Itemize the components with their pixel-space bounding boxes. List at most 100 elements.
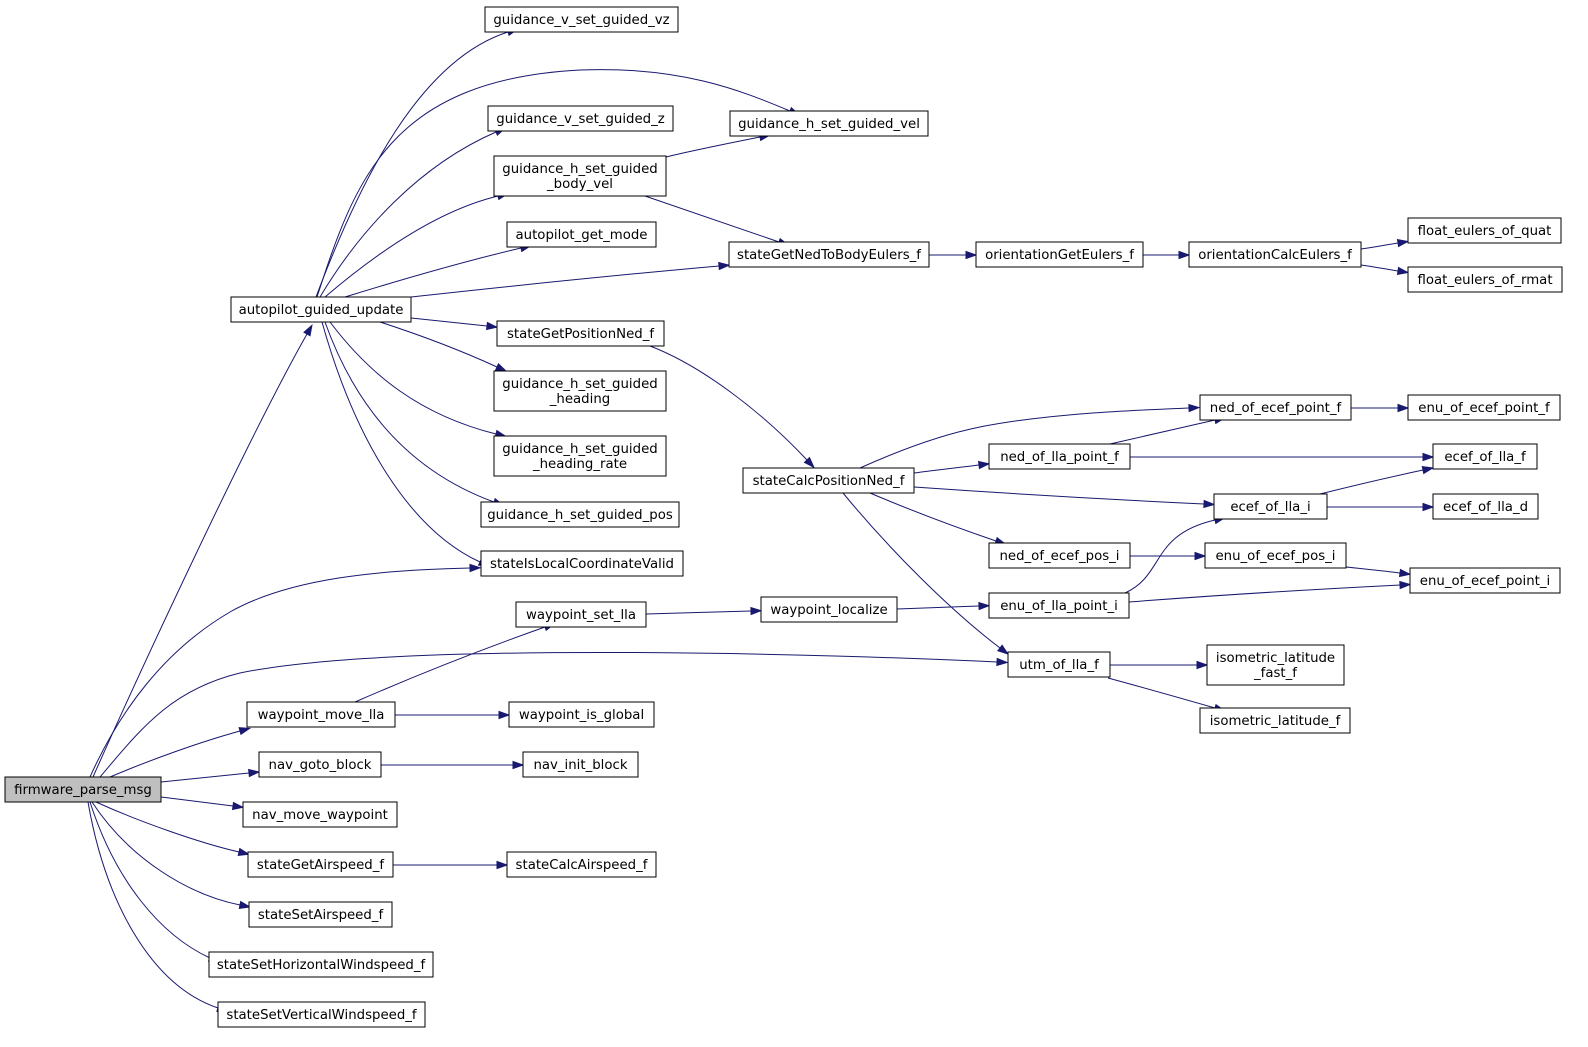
edge-line	[842, 492, 1001, 649]
node-stateGetNedToBodyEulers-f[interactable]: stateGetNedToBodyEulers_f	[728, 241, 930, 268]
node-stateCalcAirspeed-f[interactable]: stateCalcAirspeed_f	[506, 851, 657, 878]
node-label: isometric_latitude	[1216, 651, 1335, 666]
arrowhead-icon	[1396, 238, 1410, 248]
node-enu-of-ecef-point-i[interactable]: enu_of_ecef_point_i	[1409, 567, 1561, 594]
node-guidance-h-set-guided-heading-rate[interactable]: guidance_h_set_guided_heading_rate	[493, 435, 667, 477]
node-orientationGetEulers-f[interactable]: orientationGetEulers_f	[975, 241, 1144, 268]
node-label: float_eulers_of_rmat	[1417, 273, 1552, 288]
edge-orientationGetEulers_f-to-orientationCalcEulers_f	[1143, 250, 1191, 260]
node-waypoint-move-lla[interactable]: waypoint_move_lla	[246, 701, 396, 728]
node-stateGetPositionNed-f[interactable]: stateGetPositionNed_f	[496, 320, 665, 347]
edge-firmware_parse_msg-to-stateGetAirspeed_f	[95, 801, 251, 856]
node-ned-of-ecef-point-f[interactable]: ned_of_ecef_point_f	[1199, 394, 1352, 421]
node-enu-of-ecef-point-f[interactable]: enu_of_ecef_point_f	[1407, 394, 1561, 421]
node-box	[1432, 493, 1539, 520]
edge-autopilot_guided_update-to-guidance_h_set_guided_pos	[324, 321, 505, 506]
arrowhead-icon	[750, 606, 763, 616]
arrowhead-icon	[803, 456, 815, 469]
node-utm-of-lla-f[interactable]: utm_of_lla_f	[1007, 651, 1111, 678]
node-nav-move-waypoint[interactable]: nav_move_waypoint	[242, 801, 398, 828]
node-guidance-h-set-guided-heading[interactable]: guidance_h_set_guided_heading	[493, 370, 667, 412]
arrowhead-icon	[486, 321, 499, 331]
node-ecef-of-lla-f[interactable]: ecef_of_lla_f	[1432, 443, 1538, 470]
edge-line	[354, 626, 546, 703]
edge-line	[109, 730, 241, 778]
node-box	[1199, 394, 1352, 421]
node-box	[1199, 707, 1351, 734]
node-box	[230, 296, 412, 323]
node-label: stateGetNedToBodyEulers_f	[737, 248, 921, 263]
node-enu-of-lla-point-i[interactable]: enu_of_lla_point_i	[988, 592, 1130, 619]
node-label: _fast_f	[1253, 666, 1297, 681]
edge-line	[324, 321, 495, 503]
edge-line	[1319, 469, 1424, 495]
node-stateIsLocalCoordinateValid[interactable]: stateIsLocalCoordinateValid	[480, 550, 684, 577]
edge-stateCalcPositionNed_f-to-ned_of_ecef_pos_i	[869, 492, 1007, 545]
node-autopilot-get-mode[interactable]: autopilot_get_mode	[506, 221, 657, 248]
node-box	[493, 155, 667, 197]
node-isometric-latitude-f[interactable]: isometric_latitude_f	[1199, 707, 1351, 734]
node-label: waypoint_is_global	[519, 708, 644, 723]
node-box	[1432, 443, 1538, 470]
node-box	[742, 467, 915, 494]
node-guidance-h-set-guided-body-vel[interactable]: guidance_h_set_guided_body_vel	[493, 155, 667, 197]
node-autopilot-guided-update[interactable]: autopilot_guided_update	[230, 296, 412, 323]
arrowhead-icon	[1396, 266, 1410, 276]
node-guidance-h-set-guided-pos[interactable]: guidance_h_set_guided_pos	[480, 501, 680, 528]
node-ecef-of-lla-i[interactable]: ecef_of_lla_i	[1213, 493, 1328, 520]
edge-autopilot_guided_update-to-guidance_h_set_guided_heading_rate	[329, 321, 508, 438]
edge-utm_of_lla_f-to-isometric_latitude_fast_f	[1110, 660, 1209, 670]
node-orientationCalcEulers-f[interactable]: orientationCalcEulers_f	[1188, 241, 1362, 268]
node-nav-init-block[interactable]: nav_init_block	[522, 751, 639, 778]
arrowhead-icon	[303, 323, 313, 337]
arrowhead-icon	[996, 657, 1009, 667]
edge-firmware_parse_msg-to-waypoint_move_lla	[109, 727, 252, 778]
node-ned-of-ecef-pos-i[interactable]: ned_of_ecef_pos_i	[988, 542, 1131, 569]
edge-line	[913, 486, 1205, 505]
node-label: stateIsLocalCoordinateValid	[490, 557, 674, 572]
node-nav-goto-block[interactable]: nav_goto_block	[258, 751, 382, 778]
arrowhead-icon	[238, 900, 252, 910]
node-box	[1407, 217, 1562, 244]
edge-line	[1345, 566, 1401, 574]
node-ecef-of-lla-d[interactable]: ecef_of_lla_d	[1432, 493, 1539, 520]
node-firmware-parse-msg[interactable]: firmware_parse_msg	[4, 776, 162, 803]
node-label: firmware_parse_msg	[14, 783, 152, 798]
node-label: float_eulers_of_quat	[1418, 224, 1552, 239]
node-ned-of-lla-point-f[interactable]: ned_of_lla_point_f	[988, 443, 1131, 470]
node-label: waypoint_localize	[770, 603, 887, 618]
arrowhead-icon	[1422, 452, 1435, 462]
node-isometric-latitude-fast-f[interactable]: isometric_latitude_fast_f	[1206, 644, 1345, 686]
node-box	[988, 592, 1130, 619]
node-waypoint-is-global[interactable]: waypoint_is_global	[508, 701, 655, 728]
node-stateGetAirspeed-f[interactable]: stateGetAirspeed_f	[247, 851, 394, 878]
arrowhead-icon	[231, 801, 245, 811]
edge-stateCalcPositionNed_f-to-utm_of_lla_f	[842, 492, 1010, 655]
node-guidance-v-set-guided-z[interactable]: guidance_v_set_guided_z	[487, 105, 674, 132]
arrowhead-icon	[237, 847, 251, 856]
node-label: nav_goto_block	[269, 758, 372, 773]
node-float-eulers-of-rmat[interactable]: float_eulers_of_rmat	[1407, 266, 1563, 293]
node-box	[508, 701, 655, 728]
edge-waypoint_localize-to-enu_of_lla_point_i	[896, 601, 991, 611]
node-stateSetAirspeed-f[interactable]: stateSetAirspeed_f	[248, 901, 393, 928]
node-label: stateCalcAirspeed_f	[516, 858, 648, 873]
node-label: isometric_latitude_f	[1210, 714, 1341, 729]
node-waypoint-localize[interactable]: waypoint_localize	[760, 596, 898, 623]
arrowhead-icon	[978, 601, 991, 611]
node-enu-of-ecef-pos-i[interactable]: enu_of_ecef_pos_i	[1204, 542, 1347, 569]
node-stateSetHorizontalWindspeed-f[interactable]: stateSetHorizontalWindspeed_f	[208, 951, 434, 978]
node-float-eulers-of-quat[interactable]: float_eulers_of_quat	[1407, 217, 1562, 244]
arrowhead-icon	[1422, 502, 1435, 512]
node-stateSetVerticalWindspeed-f[interactable]: stateSetVerticalWindspeed_f	[217, 1001, 426, 1028]
edge-line	[410, 317, 488, 327]
node-label: utm_of_lla_f	[1019, 658, 1099, 673]
node-guidance-v-set-guided-vz[interactable]: guidance_v_set_guided_vz	[484, 6, 679, 33]
node-box	[1206, 644, 1345, 686]
arrowhead-icon	[1194, 551, 1207, 561]
node-stateCalcPositionNed-f[interactable]: stateCalcPositionNed_f	[742, 467, 915, 494]
node-waypoint-set-lla[interactable]: waypoint_set_lla	[515, 601, 647, 628]
node-label: nav_move_waypoint	[252, 808, 388, 823]
node-guidance-h-set-guided-vel[interactable]: guidance_h_set_guided_vel	[729, 110, 929, 137]
